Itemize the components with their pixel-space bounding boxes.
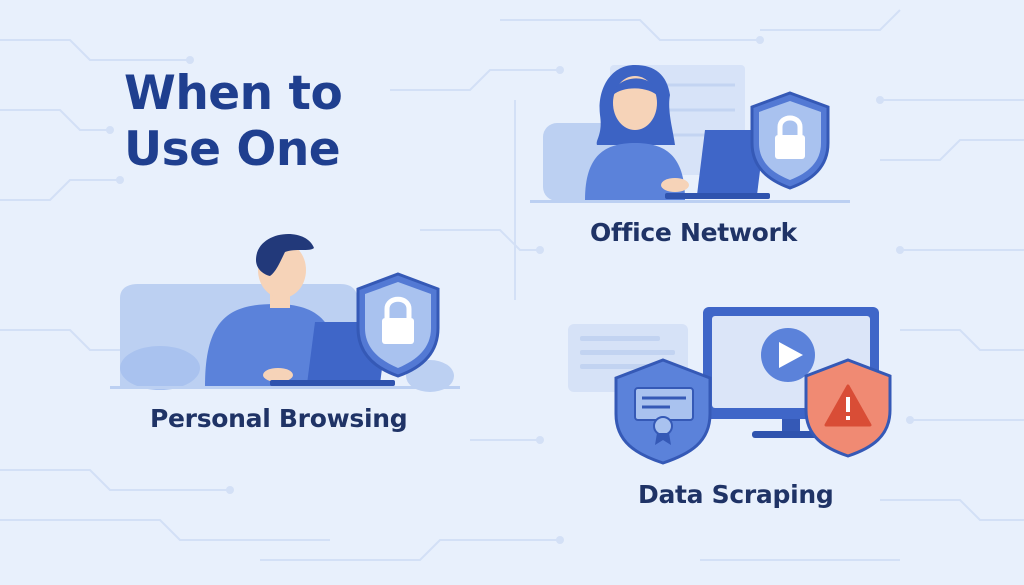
play-icon	[761, 328, 815, 382]
title-line-2: Use One	[124, 122, 341, 177]
page-title: When to Use One	[124, 66, 343, 178]
woman-figure	[585, 65, 689, 200]
lock-shield-icon	[356, 272, 440, 378]
title-line-1: When to	[124, 66, 343, 121]
warning-shield-icon	[804, 358, 892, 458]
data-scraping-illustration	[568, 307, 892, 465]
personal-browsing-label: Personal Browsing	[150, 404, 408, 433]
data-scraping-label: Data Scraping	[638, 480, 834, 509]
certificate-shield-icon	[614, 358, 712, 465]
personal-browsing-illustration	[110, 234, 460, 392]
office-network-label: Office Network	[590, 218, 797, 247]
lock-shield-icon	[750, 91, 830, 190]
office-laptop	[665, 130, 770, 199]
man-figure	[205, 234, 340, 386]
office-network-illustration	[530, 65, 850, 203]
